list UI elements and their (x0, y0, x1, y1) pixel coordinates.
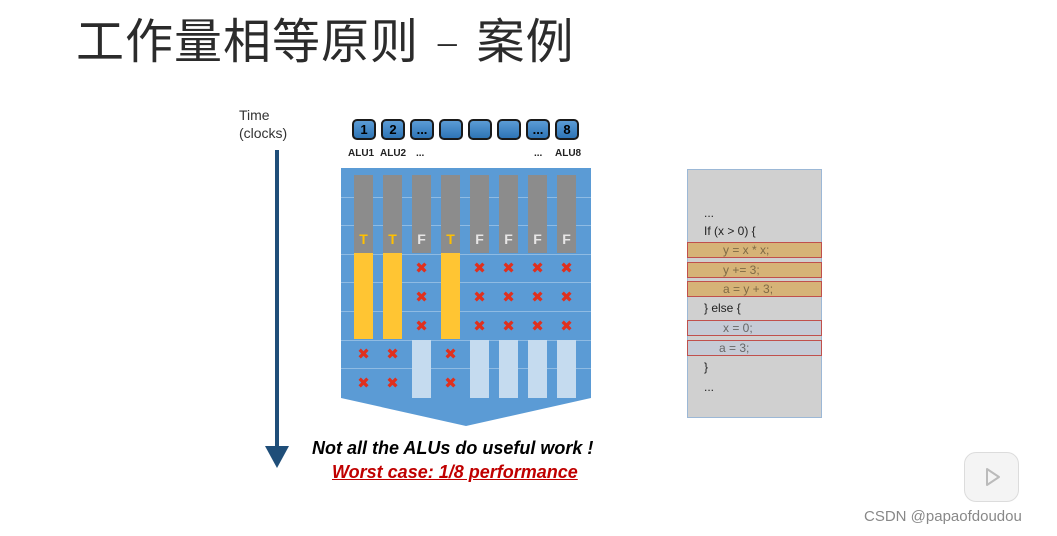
idle-x-icon: ✖ (502, 288, 515, 306)
code-line-true-1: y = x * x; (687, 242, 822, 258)
csdn-watermark: CSDN @papaofdoudou (864, 508, 1022, 525)
idle-x-icon: ✖ (531, 259, 544, 277)
time-arrow-head (265, 446, 289, 468)
idle-x-icon: ✖ (560, 288, 573, 306)
true-branch-work-4 (441, 253, 460, 339)
grid-row-line (341, 225, 591, 226)
branch-condition-col-3: F (412, 175, 431, 253)
alu-box-5 (468, 119, 492, 140)
idle-x-icon: ✖ (560, 317, 573, 335)
idle-x-icon: ✖ (357, 345, 370, 363)
branch-flag-1: T (359, 231, 368, 247)
idle-x-icon: ✖ (531, 288, 544, 306)
branch-condition-col-4: T (441, 175, 460, 253)
branch-flag-3: F (417, 231, 426, 247)
time-axis-label: Time (clocks) (239, 106, 287, 142)
branch-condition-col-1: T (354, 175, 373, 253)
alu-box-2: 2 (381, 119, 405, 140)
false-branch-work-7 (528, 340, 547, 398)
branch-condition-col-8: F (557, 175, 576, 253)
simd-grid (341, 168, 591, 398)
alu-label-dots-left: ... (416, 148, 425, 159)
play-icon (985, 468, 1000, 486)
code-line-false-2: a = 3; (687, 340, 822, 356)
idle-x-icon: ✖ (386, 345, 399, 363)
alu-label-1: ALU1 (348, 148, 375, 159)
true-branch-work-2 (383, 253, 402, 339)
time-arrow-shaft (275, 150, 279, 450)
alu-box-6 (497, 119, 521, 140)
alu-box-1: 1 (352, 119, 376, 140)
idle-x-icon: ✖ (415, 288, 428, 306)
alu-box-3: ... (410, 119, 434, 140)
grid-row-line (341, 254, 591, 255)
play-button[interactable] (964, 452, 1019, 502)
grid-row-line (341, 311, 591, 312)
branch-condition-col-2: T (383, 175, 402, 253)
branch-condition-col-5: F (470, 175, 489, 253)
alu-box-4 (439, 119, 463, 140)
idle-x-icon: ✖ (560, 259, 573, 277)
code-line-ellipsis-bottom: ... (704, 380, 715, 394)
branch-flag-2: T (388, 231, 397, 247)
alu-label-2: ALU2 (380, 148, 407, 159)
idle-x-icon: ✖ (386, 374, 399, 392)
code-line-true-3: a = y + 3; (687, 281, 822, 297)
code-line-ellipsis-top: ... (704, 206, 715, 220)
idle-x-icon: ✖ (473, 317, 486, 335)
idle-x-icon: ✖ (444, 374, 457, 392)
code-line-close: } (704, 360, 709, 374)
idle-x-icon: ✖ (531, 317, 544, 335)
branch-condition-col-6: F (499, 175, 518, 253)
false-branch-work-3 (412, 340, 431, 398)
alu-label-8: ALU8 (555, 148, 582, 159)
branch-flag-4: T (446, 231, 455, 247)
branch-flag-8: F (562, 231, 571, 247)
alu-box-7: ... (526, 119, 550, 140)
grid-row-line (341, 340, 591, 341)
caption-not-all-alus: Not all the ALUs do useful work ! (312, 438, 594, 458)
code-line-false-1: x = 0; (687, 320, 822, 336)
idle-x-icon: ✖ (444, 345, 457, 363)
code-line-true-2: y += 3; (687, 262, 822, 278)
idle-x-icon: ✖ (415, 259, 428, 277)
idle-x-icon: ✖ (473, 259, 486, 277)
slide-title: 工作量相等原则 – 案例 (76, 14, 575, 70)
time-label-line2: (clocks) (239, 125, 288, 141)
branch-condition-col-7: F (528, 175, 547, 253)
code-line-if: If (x > 0) { (704, 224, 756, 238)
idle-x-icon: ✖ (415, 317, 428, 335)
alu-box-8: 8 (555, 119, 579, 140)
grid-arrow-tip (341, 398, 591, 426)
time-label-line1: Time (239, 107, 270, 123)
false-branch-work-8 (557, 340, 576, 398)
true-branch-work-1 (354, 253, 373, 339)
grid-row-line (341, 368, 591, 369)
branch-flag-7: F (533, 231, 542, 247)
caption-worst-case: Worst case: 1/8 performance (332, 462, 578, 482)
grid-row-line (341, 282, 591, 283)
idle-x-icon: ✖ (502, 259, 515, 277)
branch-flag-6: F (504, 231, 513, 247)
alu-label-dots-right: ... (534, 148, 543, 159)
code-line-else: } else { (704, 301, 741, 315)
idle-x-icon: ✖ (357, 374, 370, 392)
grid-row-line (341, 197, 591, 198)
idle-x-icon: ✖ (502, 317, 515, 335)
false-branch-work-6 (499, 340, 518, 398)
branch-flag-5: F (475, 231, 484, 247)
false-branch-work-5 (470, 340, 489, 398)
idle-x-icon: ✖ (473, 288, 486, 306)
